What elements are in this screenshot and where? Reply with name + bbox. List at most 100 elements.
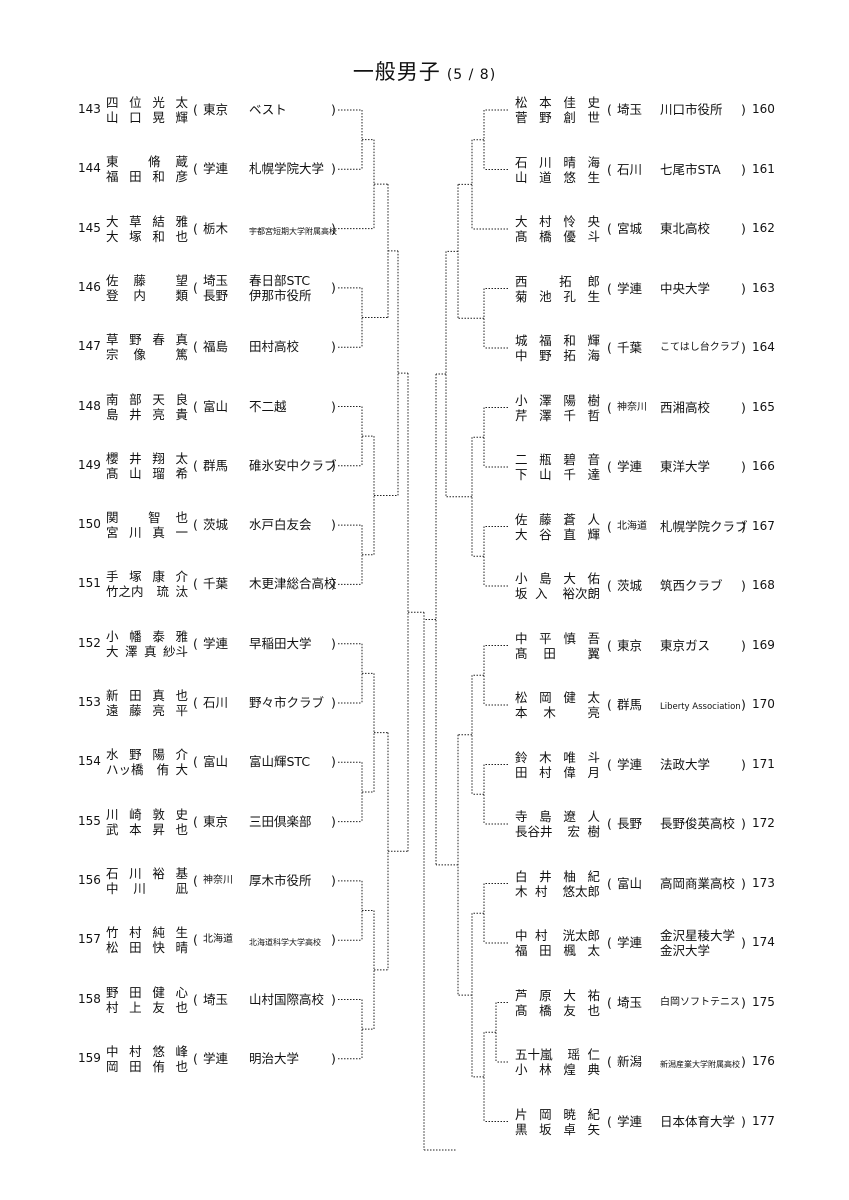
prefecture-line: 石川 (203, 695, 229, 710)
prefecture-line: 長野 (617, 816, 643, 831)
name-char: 輝 (175, 110, 188, 125)
paren-close: ) (331, 279, 336, 295)
prefecture: 学連 (203, 1051, 228, 1066)
name-char: 福 (106, 169, 119, 185)
prefecture: 埼玉 (617, 102, 642, 117)
name-char: 芦 (515, 987, 528, 1003)
name-char: 上 (129, 999, 142, 1015)
name-char: 彦 (175, 169, 188, 185)
team-line: 東北高校 (660, 221, 711, 236)
name-char: 典 (587, 1062, 600, 1077)
player-name: 白井柚紀 (515, 869, 600, 884)
player-name: 五十嵐瑶仁 (515, 1047, 600, 1062)
name-char: 天 (152, 391, 165, 407)
paren-close: ) (331, 398, 336, 414)
team-line: 新潟産業大学附属高校 (660, 1060, 740, 1069)
team-line: 札幌学院クラブ (660, 518, 748, 534)
paren-close: ) (741, 875, 746, 891)
name-char: 木 (543, 705, 556, 720)
name-char: 生 (175, 925, 188, 941)
name-char: 谷 (539, 526, 552, 542)
paren-open: ( (193, 1050, 198, 1066)
prefecture: 北海道 (203, 932, 233, 947)
team-line: 法政大学 (660, 756, 711, 772)
player-name: 佐藤望 (106, 273, 188, 288)
paren-open: ( (607, 756, 612, 772)
seed-number: 161 (752, 161, 775, 176)
name-char: 原 (539, 987, 552, 1003)
player-name: 大塚和也 (106, 229, 188, 244)
name-char: 雅 (175, 213, 188, 229)
player-pair: 城福和輝中野拓海 (515, 333, 600, 363)
player-name: 手塚康介 (106, 569, 188, 584)
prefecture-line: 学連 (617, 756, 643, 772)
paren-open: ( (193, 695, 198, 710)
name-char: 直 (563, 526, 576, 542)
seed-number: 150 (78, 517, 101, 532)
name-char: 村 (129, 925, 142, 941)
name-char: 真 (143, 643, 157, 659)
player-pair: 新田真也遠藤亮平 (106, 688, 188, 718)
prefecture: 石川 (617, 162, 642, 177)
name-char: 煌 (563, 1062, 576, 1077)
name-char: 和 (152, 228, 165, 244)
name-char: 山 (515, 169, 528, 185)
name-char: 寺 (515, 809, 528, 824)
seed-number: 155 (78, 813, 101, 828)
name-char: 川 (106, 806, 119, 822)
paren-close: ) (331, 161, 336, 177)
name-char: 康 (152, 569, 165, 585)
name-char: 雅 (175, 628, 188, 644)
player-name: 大村怜央 (515, 214, 600, 229)
player-pair: 竹村純生松田快晴 (106, 925, 188, 955)
seed-number: 175 (752, 994, 775, 1009)
prefecture-line: 千葉 (617, 340, 643, 355)
name-char: 髙 (106, 465, 119, 481)
name-char: 晴 (563, 154, 576, 170)
team-line: 東洋大学 (660, 459, 711, 474)
name-char: 入 (535, 586, 548, 601)
name-char: 裕 (152, 865, 165, 881)
player-pair: 南部天良島井亮貴 (106, 392, 188, 422)
player-name: 南部天良 (106, 392, 188, 407)
name-char: 峰 (175, 1043, 188, 1059)
paren-close: ) (741, 399, 746, 415)
name-char: 生 (587, 288, 600, 304)
paren-open: ( (607, 935, 612, 950)
team-name: 早稲田大学 (249, 636, 312, 651)
name-char: 松 (515, 95, 528, 110)
prefecture: 新潟 (617, 1054, 642, 1069)
player-name: 下山千達 (515, 467, 600, 482)
player-name: 東脩蔵 (106, 154, 188, 169)
seed-number: 164 (752, 340, 775, 354)
player-name: 大草結雅 (106, 214, 188, 229)
player-name: 髙山瑠希 (106, 466, 188, 481)
prefecture: 富山 (203, 754, 228, 769)
paren-close: ) (331, 517, 336, 533)
name-char: 太 (175, 450, 188, 466)
team-line: 金沢星稜大学 (660, 928, 736, 943)
name-char: 貴 (175, 406, 188, 422)
prefecture-line: 埼玉 (617, 994, 643, 1010)
player-name: 小澤陽樹 (515, 393, 600, 408)
name-char: 澤 (539, 392, 552, 408)
name-char: 四 (106, 95, 119, 110)
name-char: 藤 (539, 511, 552, 527)
name-char: 亮 (587, 705, 600, 720)
name-char: 野 (539, 348, 552, 363)
page-title: 一般男子(5 / 8) (0, 56, 849, 86)
team-name: 山村国際高校 (249, 992, 324, 1007)
name-char: 介 (175, 569, 188, 585)
name-char: 優 (563, 229, 576, 244)
team-line: 明治大学 (249, 1050, 300, 1066)
name-char: 瑠 (152, 465, 165, 481)
team-name: 東北高校 (660, 221, 710, 236)
prefecture: 富山 (203, 399, 228, 414)
paren-close: ) (741, 340, 746, 355)
name-char: 林 (539, 1062, 552, 1077)
name-char: 央 (587, 214, 600, 229)
